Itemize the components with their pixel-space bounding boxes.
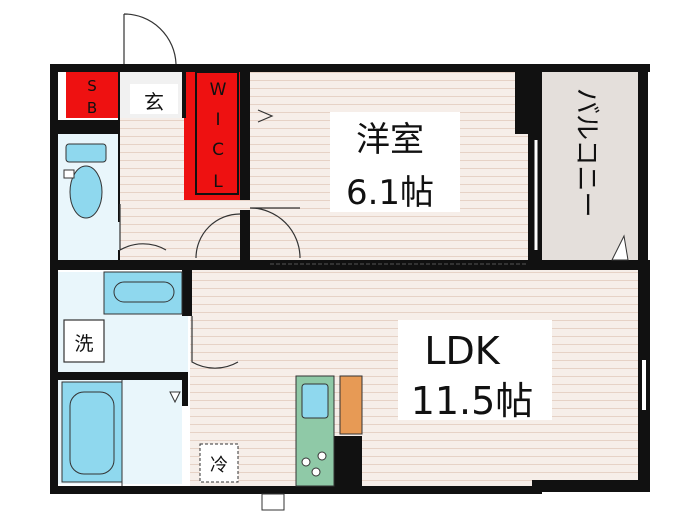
toilet-sink	[63, 169, 75, 179]
walk-in-closet	[184, 72, 240, 200]
shoe-box-letter-s: S	[87, 77, 97, 95]
fridge-space: 冷	[199, 443, 239, 483]
wic-letter-i: I	[215, 110, 220, 130]
balcony-floor	[542, 72, 638, 260]
balcony-step-marker	[611, 234, 629, 261]
ldk-label-box	[398, 320, 552, 420]
doors	[119, 13, 301, 369]
shoe-box-letter-b: B	[87, 99, 97, 117]
western-room-name: 洋室	[356, 120, 424, 160]
washer-label: 洗	[74, 333, 93, 355]
washer-space: 洗	[63, 319, 105, 363]
bathroom-door-marker	[169, 391, 181, 404]
wic-letter-l: L	[213, 172, 223, 192]
entrance-label-box	[130, 84, 178, 114]
fridge-label: 冷	[210, 455, 228, 476]
entrance-label: 玄	[144, 90, 164, 114]
toilet	[65, 143, 107, 219]
western-room-size: 6.1帖	[346, 173, 434, 213]
walls	[50, 64, 650, 494]
shoe-box	[66, 72, 118, 118]
front-door-marker	[261, 493, 285, 511]
kitchen	[295, 375, 363, 487]
ldk-size: 11.5帖	[411, 379, 534, 423]
ldk-name: LDK	[424, 329, 500, 373]
wic-letter-w: W	[210, 80, 227, 100]
balcony-label: バルコニー	[571, 88, 601, 217]
balcony-char-1: バルコニー	[571, 88, 601, 217]
bathtub	[61, 381, 123, 483]
western-room-label-box	[330, 112, 460, 212]
wash-basin	[103, 271, 183, 315]
wic-letter-c: C	[212, 140, 224, 160]
